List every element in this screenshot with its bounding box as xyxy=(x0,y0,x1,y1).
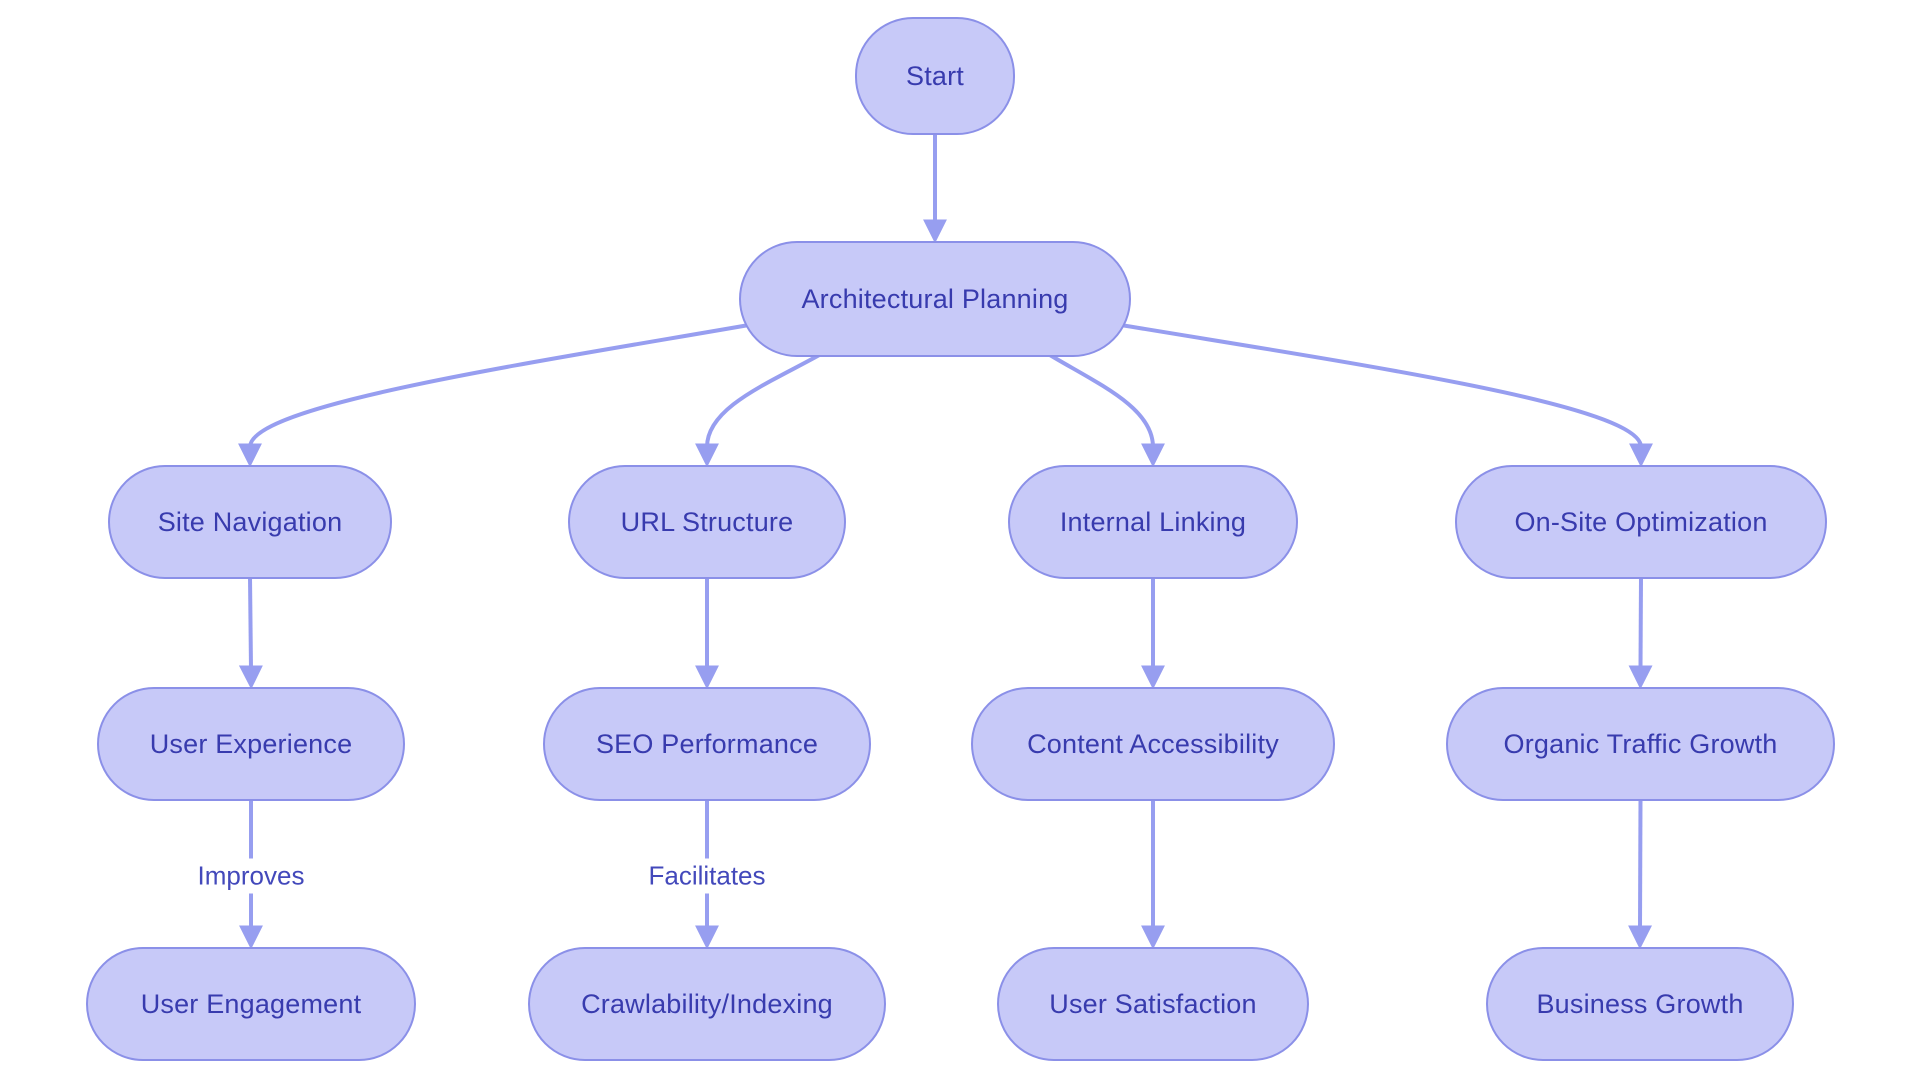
node-internal-linking: Internal Linking xyxy=(1008,465,1298,579)
node-organic-traffic-growth: Organic Traffic Growth xyxy=(1446,687,1835,801)
edge-label-facilitates: Facilitates xyxy=(638,858,776,894)
node-seo-performance: SEO Performance xyxy=(543,687,871,801)
node-crawlability-indexing: Crawlability/Indexing xyxy=(528,947,886,1061)
node-content-accessibility: Content Accessibility xyxy=(971,687,1335,801)
node-business-growth: Business Growth xyxy=(1486,947,1794,1061)
node-start: Start xyxy=(855,17,1015,135)
node-user-satisfaction: User Satisfaction xyxy=(997,947,1309,1061)
node-user-experience: User Experience xyxy=(97,687,405,801)
node-url-structure: URL Structure xyxy=(568,465,846,579)
node-site-navigation: Site Navigation xyxy=(108,465,392,579)
node-architectural-planning: Architectural Planning xyxy=(739,241,1131,357)
node-user-engagement: User Engagement xyxy=(86,947,416,1061)
edge-label-improves: Improves xyxy=(187,858,315,894)
node-on-site-optimization: On-Site Optimization xyxy=(1455,465,1827,579)
